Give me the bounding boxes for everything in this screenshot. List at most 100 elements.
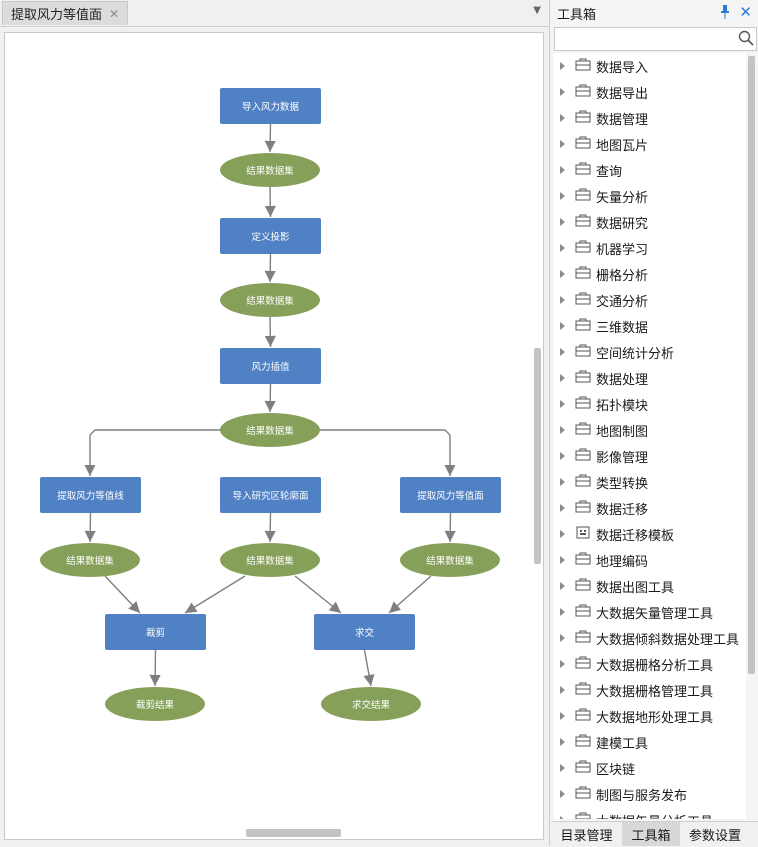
- canvas-vertical-scrollbar[interactable]: [534, 348, 541, 564]
- toolbox-tree-label: 栅格分析: [596, 268, 649, 284]
- toolbox-tree-item[interactable]: 区块链: [554, 755, 746, 781]
- toolbox-tree-label: 数据管理: [596, 112, 649, 128]
- process-node[interactable]: [314, 614, 415, 650]
- toolbox-tree-item[interactable]: 大数据地形处理工具: [554, 703, 746, 729]
- data-node[interactable]: [400, 543, 500, 577]
- flow-connector: [184, 575, 246, 614]
- expand-arrow-icon[interactable]: [560, 504, 565, 512]
- search-icon[interactable]: [738, 30, 754, 50]
- toolbox-tree-item[interactable]: 大数据倾斜数据处理工具: [554, 625, 746, 651]
- toolbox-tree-item[interactable]: 地图瓦片: [554, 131, 746, 157]
- toolbox-tree-item[interactable]: 三维数据: [554, 313, 746, 339]
- toolbox-tree-item[interactable]: 数据处理: [554, 365, 746, 391]
- process-node[interactable]: [400, 477, 501, 513]
- data-node[interactable]: [220, 153, 320, 187]
- toolbox-tree-item[interactable]: 矢量分析: [554, 183, 746, 209]
- toolbox-icon: [575, 84, 591, 101]
- toolbox-tree-item[interactable]: 空间统计分析: [554, 339, 746, 365]
- expand-arrow-icon[interactable]: [560, 712, 565, 720]
- toolbox-tree-item[interactable]: 数据迁移: [554, 495, 746, 521]
- process-node[interactable]: [220, 88, 321, 124]
- tab-catalog[interactable]: 目录管理: [560, 828, 613, 844]
- expand-arrow-icon[interactable]: [560, 556, 565, 564]
- data-node[interactable]: [220, 543, 320, 577]
- document-tab[interactable]: 提取风力等值面 ✕: [2, 1, 128, 25]
- expand-arrow-icon[interactable]: [560, 738, 565, 746]
- expand-arrow-icon[interactable]: [560, 634, 565, 642]
- expand-arrow-icon[interactable]: [560, 530, 565, 538]
- expand-arrow-icon[interactable]: [560, 660, 565, 668]
- expand-arrow-icon[interactable]: [560, 88, 565, 96]
- toolbox-tree-item[interactable]: 大数据矢量管理工具: [554, 599, 746, 625]
- expand-arrow-icon[interactable]: [560, 62, 565, 70]
- toolbox-tree-item[interactable]: 制图与服务发布: [554, 781, 746, 807]
- toolbox-tree-item[interactable]: 机器学习: [554, 235, 746, 261]
- data-node[interactable]: [220, 413, 320, 447]
- expand-arrow-icon[interactable]: [560, 270, 565, 278]
- toolbox-tree-item[interactable]: 影像管理: [554, 443, 746, 469]
- expand-arrow-icon[interactable]: [560, 166, 565, 174]
- process-node[interactable]: [220, 477, 321, 513]
- tab-toolbox[interactable]: 工具箱: [622, 822, 680, 846]
- toolbox-tree-item[interactable]: 地图制图: [554, 417, 746, 443]
- expand-arrow-icon[interactable]: [560, 764, 565, 772]
- expand-arrow-icon[interactable]: [560, 608, 565, 616]
- toolbox-tree-item[interactable]: 栅格分析: [554, 261, 746, 287]
- expand-arrow-icon[interactable]: [560, 192, 565, 200]
- expand-arrow-icon[interactable]: [560, 686, 565, 694]
- pin-icon[interactable]: [720, 5, 730, 22]
- process-node[interactable]: [105, 614, 206, 650]
- expand-arrow-icon[interactable]: [560, 426, 565, 434]
- toolbox-search[interactable]: [554, 27, 757, 51]
- expand-arrow-icon[interactable]: [560, 478, 565, 486]
- toolbox-tree-item[interactable]: 大数据栅格分析工具: [554, 651, 746, 677]
- expand-arrow-icon[interactable]: [560, 452, 565, 460]
- expand-arrow-icon[interactable]: [560, 374, 565, 382]
- toolbox-tree-item[interactable]: 建模工具: [554, 729, 746, 755]
- expand-arrow-icon[interactable]: [560, 114, 565, 122]
- expand-arrow-icon[interactable]: [560, 322, 565, 330]
- close-panel-icon[interactable]: ✕: [739, 3, 752, 21]
- toolbox-tree-item[interactable]: 大数据栅格管理工具: [554, 677, 746, 703]
- toolbox-tree-label: 地理编码: [596, 554, 649, 570]
- toolbox-tree-item[interactable]: 数据导入: [554, 53, 746, 79]
- expand-arrow-icon[interactable]: [560, 816, 565, 819]
- expand-arrow-icon[interactable]: [560, 400, 565, 408]
- expand-arrow-icon[interactable]: [560, 348, 565, 356]
- toolbox-scrollbar[interactable]: [748, 56, 755, 674]
- expand-arrow-icon[interactable]: [560, 140, 565, 148]
- process-node[interactable]: [220, 348, 321, 384]
- toolbox-tree-item[interactable]: 拓扑模块: [554, 391, 746, 417]
- chevron-down-icon[interactable]: ▼: [533, 5, 541, 16]
- process-node[interactable]: [220, 218, 321, 254]
- expand-arrow-icon[interactable]: [560, 218, 565, 226]
- toolbox-icon: [575, 240, 591, 257]
- data-node[interactable]: [40, 543, 140, 577]
- toolbox-tree-item[interactable]: 交通分析: [554, 287, 746, 313]
- tab-parameters[interactable]: 参数设置: [688, 828, 741, 844]
- process-node[interactable]: [40, 477, 141, 513]
- data-node[interactable]: [105, 687, 205, 721]
- search-input[interactable]: [559, 29, 743, 51]
- toolbox-tree-item[interactable]: 数据研究: [554, 209, 746, 235]
- toolbox-tree-item[interactable]: 地理编码: [554, 547, 746, 573]
- expand-arrow-icon[interactable]: [560, 244, 565, 252]
- toolbox-tree-item[interactable]: 数据出图工具: [554, 573, 746, 599]
- model-canvas[interactable]: 导入风力数据定义投影风力插值提取风力等值线导入研究区轮廓面提取风力等值面裁剪求交…: [4, 32, 544, 840]
- expand-arrow-icon[interactable]: [560, 790, 565, 798]
- toolbox-tree-item[interactable]: 数据管理: [554, 105, 746, 131]
- model-flowchart[interactable]: 导入风力数据定义投影风力插值提取风力等值线导入研究区轮廓面提取风力等值面裁剪求交…: [5, 33, 543, 839]
- flow-connector: [149, 649, 161, 687]
- document-tab-label: 提取风力等值面: [11, 8, 103, 23]
- toolbox-tree-item[interactable]: 查询: [554, 157, 746, 183]
- toolbox-tree-item[interactable]: 类型转换: [554, 469, 746, 495]
- toolbox-tree-item[interactable]: 数据迁移模板: [554, 521, 746, 547]
- expand-arrow-icon[interactable]: [560, 582, 565, 590]
- toolbox-tree-item[interactable]: 数据导出: [554, 79, 746, 105]
- canvas-horizontal-scrollbar[interactable]: [246, 829, 341, 837]
- data-node[interactable]: [220, 283, 320, 317]
- toolbox-tree-item[interactable]: 大数据矢量分析工具: [554, 807, 746, 819]
- close-icon[interactable]: ✕: [109, 6, 120, 21]
- expand-arrow-icon[interactable]: [560, 296, 565, 304]
- data-node[interactable]: [321, 687, 421, 721]
